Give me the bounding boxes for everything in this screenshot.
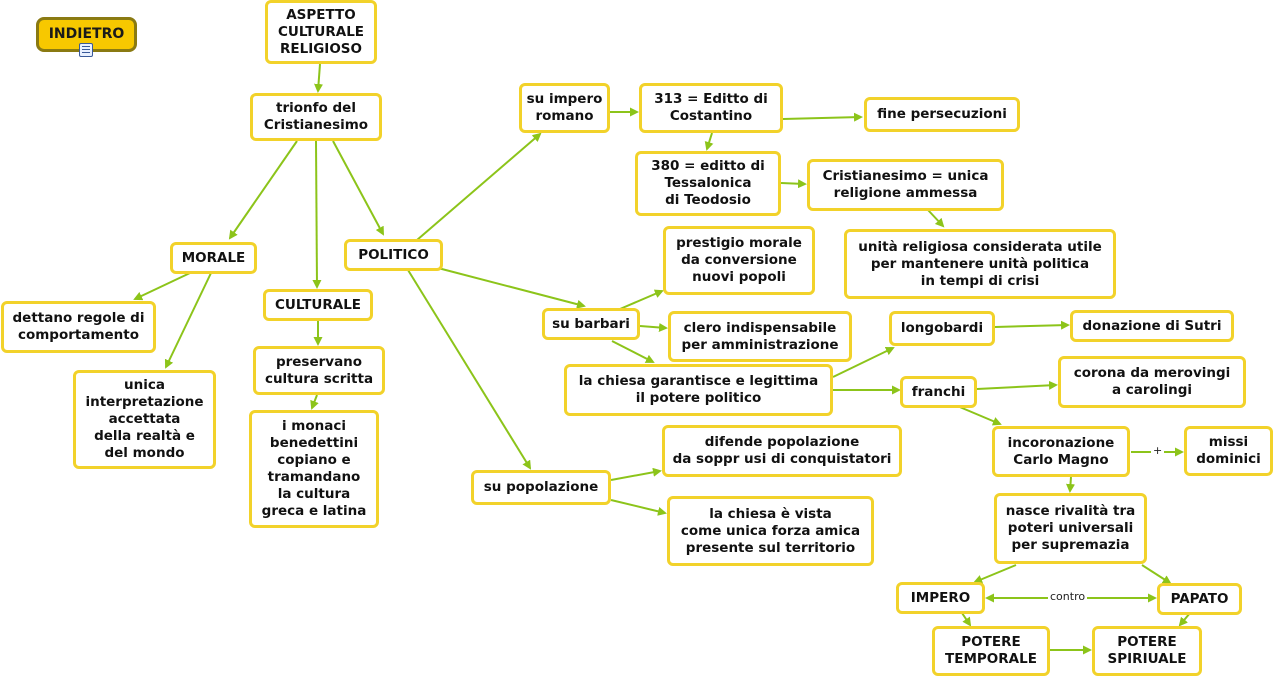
edge-politico-barbari — [437, 267, 586, 309]
node-chiesa-vista: la chiesa è vista come unica forza amica… — [667, 496, 874, 566]
edge-unica-rel-unita — [927, 209, 945, 228]
edge-politico-impero — [416, 132, 542, 241]
edge-impero-temporale — [961, 612, 972, 627]
edge-morale-dettano — [133, 272, 191, 301]
edge-aspetto-trionfo — [314, 63, 324, 93]
node-corona: corona da merovingi a carolingi — [1058, 356, 1246, 408]
node-missi: missi dominici — [1184, 426, 1273, 476]
node-unita-religiosa: unità religiosa considerata utile per ma… — [844, 229, 1116, 299]
node-preservano: preservano cultura scritta — [253, 346, 385, 395]
edge-trionfo-culturale — [312, 140, 322, 289]
node-franchi: franchi — [900, 376, 977, 408]
edge-barbari-prestigio — [619, 289, 664, 310]
node-incoronazione: incoronazione Carlo Magno — [992, 426, 1130, 477]
edge-label-plus: + — [1151, 444, 1165, 457]
node-rivalita: nasce rivalità tra poteri universali per… — [994, 493, 1147, 564]
edge-label-contro: contro — [1048, 590, 1088, 603]
edge-chiesa-longobardi — [832, 346, 895, 378]
node-aspetto: ASPETTO CULTURALE RELIGIOSO — [265, 0, 377, 64]
node-editto380: 380 = editto di Tessalonica di Teodosio — [635, 151, 781, 216]
edge-popolazione-difende — [610, 467, 662, 481]
edge-preservano-monaci — [310, 394, 319, 410]
node-clero: clero indispensabile per amministrazione — [668, 311, 852, 362]
node-monaci: i monaci benedettini copiano e tramandan… — [249, 410, 379, 528]
node-su-popolazione: su popolazione — [471, 470, 611, 505]
node-morale: MORALE — [170, 242, 257, 274]
edge-380-unica-rel — [780, 179, 807, 189]
node-impero: IMPERO — [896, 582, 985, 614]
node-culturale: CULTURALE — [263, 289, 373, 321]
edge-popolazione-chiesa-vista — [610, 499, 667, 516]
edge-barbari-chiesa — [611, 340, 655, 363]
edge-politico-popolazione — [407, 269, 532, 470]
edge-longobardi-donazione — [994, 320, 1070, 330]
edge-313-fine — [782, 112, 863, 122]
node-dettano: dettano regole di comportamento — [1, 301, 156, 353]
edge-313-380 — [704, 132, 714, 151]
node-trionfo: trionfo del Cristianesimo — [250, 93, 382, 141]
node-difende: difende popolazione da soppr usi di conq… — [662, 425, 902, 477]
edge-franchi-corona — [976, 380, 1058, 390]
node-chiesa-garantisce: la chiesa garantisce e legittima il pote… — [564, 364, 833, 416]
node-unica-religione: Cristianesimo = unica religione ammessa — [807, 159, 1004, 211]
edge-rivalita-impero — [973, 564, 1017, 584]
node-politico: POLITICO — [344, 239, 443, 271]
node-prestigio: prestigio morale da conversione nuovi po… — [663, 226, 815, 295]
node-unica: unica interpretazione accettata della re… — [73, 370, 216, 469]
node-spiriuale: POTERE SPIRIUALE — [1092, 626, 1202, 676]
edge-incoronazione-rivalita — [1066, 476, 1075, 493]
node-fine-persecuzioni: fine persecuzioni — [864, 97, 1020, 132]
node-longobardi: longobardi — [889, 311, 995, 346]
document-icon[interactable] — [79, 43, 93, 57]
node-su-impero: su impero romano — [519, 83, 610, 133]
edge-barbari-clero — [639, 322, 668, 332]
edge-franchi-incoronazione — [954, 404, 1002, 426]
node-temporale: POTERE TEMPORALE — [932, 626, 1050, 676]
edge-trionfo-morale — [228, 140, 298, 240]
node-editto313: 313 = Editto di Costantino — [639, 83, 783, 133]
edge-trionfo-politico — [332, 140, 384, 236]
edge-morale-unica — [164, 272, 212, 369]
node-donazione: donazione di Sutri — [1070, 310, 1234, 342]
edge-rivalita-papato — [1141, 564, 1172, 585]
node-papato: PAPATO — [1157, 583, 1242, 615]
edge-papato-spiriuale — [1178, 612, 1191, 627]
node-su-barbari: su barbari — [542, 308, 640, 340]
